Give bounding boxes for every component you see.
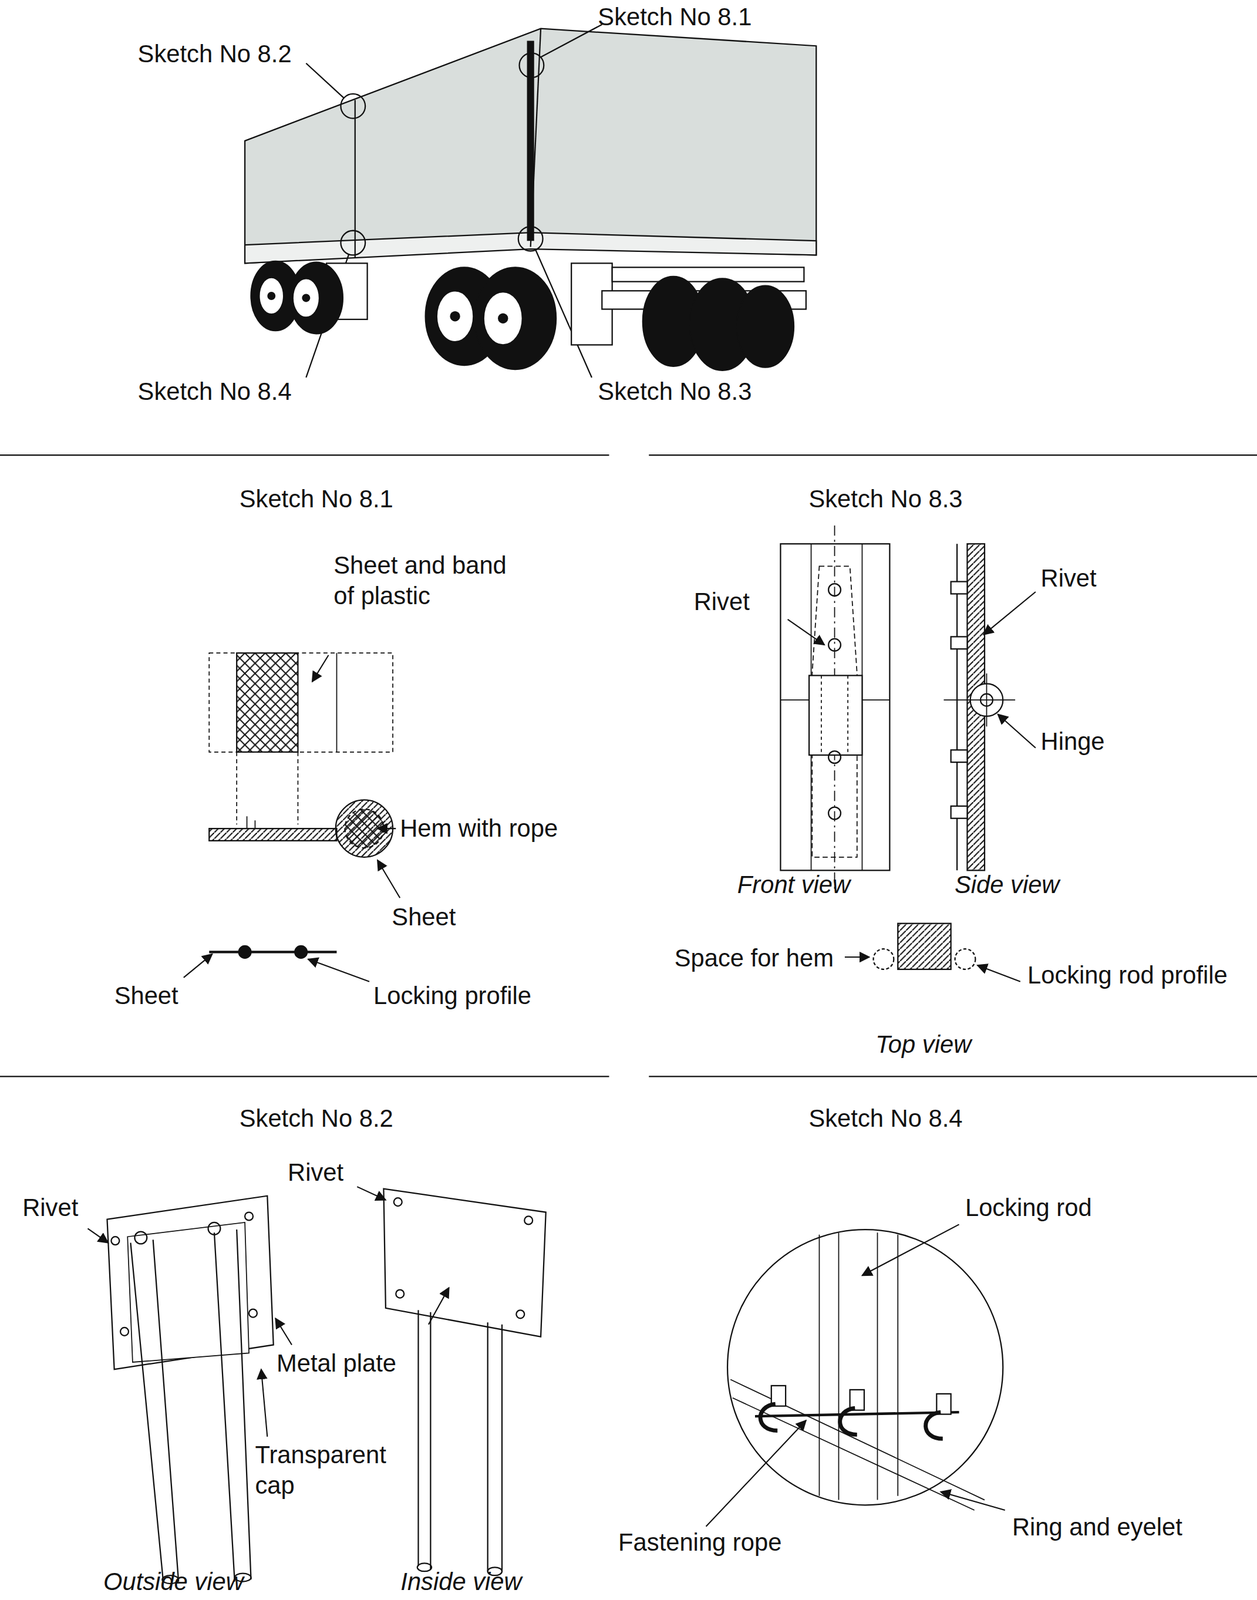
view-caption: Front view (737, 869, 851, 901)
part-label: Locking rod (965, 1193, 1093, 1224)
part-label: Sketch No 8.4 (137, 376, 292, 407)
part-label: Sketch No 8.1 (239, 483, 394, 515)
part-label: Rivet (1040, 563, 1097, 594)
part-label: Ring and eyelet (1012, 1511, 1183, 1543)
part-label: Sketch No 8.1 (597, 1, 752, 33)
part-label: Sketch No 8.2 (239, 1103, 394, 1134)
part-label: Rivet (693, 586, 750, 618)
part-label: Sheet (114, 980, 179, 1012)
part-label: Locking rod profile (1027, 959, 1228, 991)
part-label: Transparent cap (254, 1439, 409, 1501)
part-label: Sketch No 8.4 (808, 1103, 963, 1134)
part-label: Sketch No 8.3 (808, 483, 963, 515)
part-label: Locking profile (373, 980, 532, 1012)
part-label: Hinge (1040, 726, 1105, 757)
part-label: Sketch No 8.3 (597, 376, 752, 407)
part-label: Sketch No 8.2 (137, 38, 292, 70)
part-label: Rivet (287, 1157, 344, 1188)
view-caption: Inside view (400, 1566, 522, 1597)
part-label: Hem with rope (399, 813, 558, 844)
part-label: Sheet (391, 901, 456, 933)
view-caption: Top view (875, 1029, 972, 1060)
part-label: Sheet and band of plastic (333, 550, 524, 612)
view-caption: Side view (954, 869, 1060, 901)
part-label: Rivet (22, 1193, 79, 1224)
part-label: Space for hem (674, 942, 834, 974)
part-label: Fastening rope (618, 1527, 782, 1559)
view-caption: Outside view (103, 1566, 244, 1597)
part-label: Metal plate (276, 1348, 397, 1379)
